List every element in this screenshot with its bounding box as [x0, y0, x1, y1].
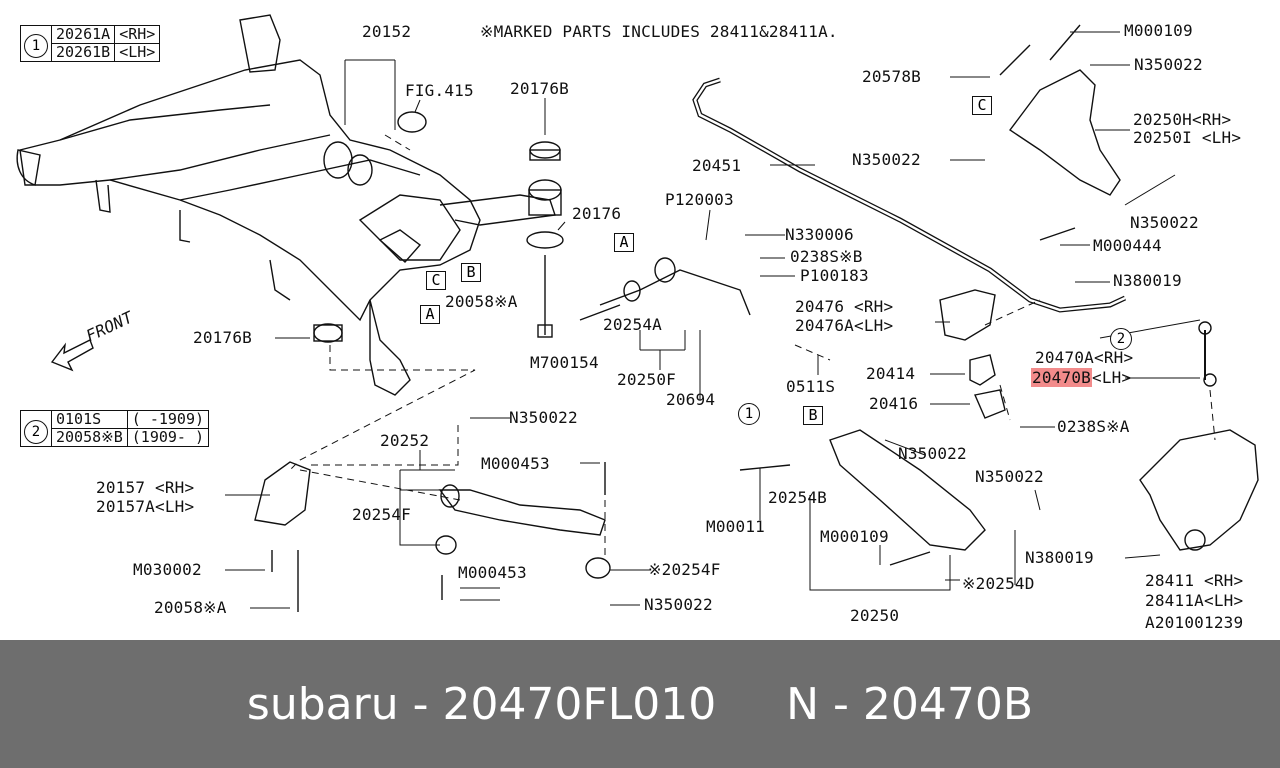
part-label: 20250 [850, 606, 900, 625]
part-label: N350022 [1130, 213, 1199, 232]
part-label: N350022 [898, 444, 967, 463]
part-label: 20254B [768, 488, 827, 507]
part-side: <LH> [1092, 368, 1132, 387]
upper-arm-drawing [1008, 69, 1121, 196]
knuckle-drawing [1139, 429, 1259, 551]
part-label: FIG.415 [405, 81, 474, 100]
callout-2: 2 [1110, 328, 1132, 350]
part-label: 20058※A [445, 292, 518, 311]
callout-a: A [420, 305, 440, 324]
part-label: 20470A<RH> [1035, 348, 1134, 367]
legend1-table: 20261A <RH> 20261B <LH> [20, 25, 161, 62]
part-label: M000453 [458, 563, 527, 582]
diagram-note: ※MARKED PARTS INCLUDES 28411&28411A. [480, 22, 838, 41]
part-label: N350022 [1134, 55, 1203, 74]
part-label: 20250F [617, 370, 676, 389]
part-label: M000453 [481, 454, 550, 473]
part-label: M000444 [1093, 236, 1162, 255]
footer-text: subaru - 20470FL010 N - 20470B [246, 678, 1034, 730]
part-label: 20157 <RH> [96, 478, 195, 497]
callout-c: C [972, 96, 992, 115]
part-label: 20152 [362, 22, 412, 41]
part-label: M000109 [1124, 21, 1193, 40]
lateral-link-drawing [599, 257, 751, 316]
diagram-drawing [16, 14, 1259, 612]
part-label: 0511S [786, 377, 836, 396]
footer-banner: subaru - 20470FL010 N - 20470B [0, 640, 1280, 768]
part-label: 20416 [869, 394, 919, 413]
part-label: 20176B [193, 328, 252, 347]
part-label: N380019 [1025, 548, 1094, 567]
legend1-side: <RH> [114, 25, 161, 44]
part-label: 20254A [603, 315, 662, 334]
part-label: 28411A<LH> [1145, 591, 1244, 610]
bushing-drawing [397, 111, 427, 133]
part-label: 20176 [572, 204, 622, 223]
bracket-20157-drawing [254, 461, 311, 526]
part-label: M000109 [820, 527, 889, 546]
part-label: 0238S※A [1057, 417, 1130, 436]
legend2-part: 0101S [51, 410, 128, 429]
legend2-part: 20058※B [51, 428, 128, 447]
part-label: N380019 [1113, 271, 1182, 290]
part-label: N350022 [975, 467, 1044, 486]
part-label: N350022 [852, 150, 921, 169]
part-label: 20694 [666, 390, 716, 409]
part-label: 20252 [380, 431, 430, 450]
legend2-marker: 2 [24, 420, 48, 444]
callout-b: B [461, 263, 481, 282]
part-label: 20254F [352, 505, 411, 524]
part-label: ※20254F [648, 560, 721, 579]
part-label: M700154 [530, 353, 599, 372]
part-label: 20476 <RH> [795, 297, 894, 316]
part-label: 20157A<LH> [96, 497, 195, 516]
part-label: M030002 [133, 560, 202, 579]
part-label: 20414 [866, 364, 916, 383]
part-label: 20058※A [154, 598, 227, 617]
part-label: P100183 [800, 266, 869, 285]
part-label: 20176B [510, 79, 569, 98]
bracket-drawing [939, 289, 996, 341]
stabilizer-link-drawing [1198, 321, 1217, 387]
legend1-part: 20261B [50, 43, 116, 62]
part-label: 20578B [862, 67, 921, 86]
trailing-link-drawing [438, 489, 606, 536]
part-label: 20250I <LH> [1133, 128, 1242, 147]
highlighted-part-label: 20470B<LH> [1031, 368, 1132, 387]
callout-c: C [426, 271, 446, 290]
lower-arm-drawing [829, 429, 986, 551]
part-label: P120003 [665, 190, 734, 209]
legend1-part: 20261A [50, 25, 116, 44]
part-label: 28411 <RH> [1145, 571, 1244, 590]
leader-lines [225, 31, 1201, 609]
stabilizer-bar-drawing [692, 77, 1127, 313]
part-label: 20476A<LH> [795, 316, 894, 335]
part-label: M00011 [706, 517, 765, 536]
highlighted-part-number: 20470B [1031, 368, 1092, 387]
callout-b: B [803, 406, 823, 425]
legend1-side: <LH> [114, 43, 161, 62]
mount-drawing [313, 141, 564, 343]
part-label: N350022 [509, 408, 578, 427]
part-label: N350022 [644, 595, 713, 614]
callout-1: 1 [738, 403, 760, 425]
part-label: 20451 [692, 156, 742, 175]
parts-diagram: ※MARKED PARTS INCLUDES 28411&28411A. 1 2… [16, 14, 1259, 632]
legend2-range: (1909- ) [126, 428, 210, 447]
diagram-id: A201001239 [1145, 613, 1244, 632]
subframe-drawing [16, 14, 556, 396]
part-label: N330006 [785, 225, 854, 244]
dashed-lines [289, 134, 1216, 560]
front-arrow-drawing [50, 339, 94, 372]
legend2-range: ( -1909) [126, 410, 210, 429]
part-label: 0238S※B [790, 247, 863, 266]
bolts-drawing [271, 24, 1081, 612]
legend2-table: 0101S ( -1909) 20058※B (1909- ) [20, 410, 210, 447]
part-label: 20250H<RH> [1133, 110, 1232, 129]
part-label: ※20254D [962, 574, 1035, 593]
callout-a: A [614, 233, 634, 252]
